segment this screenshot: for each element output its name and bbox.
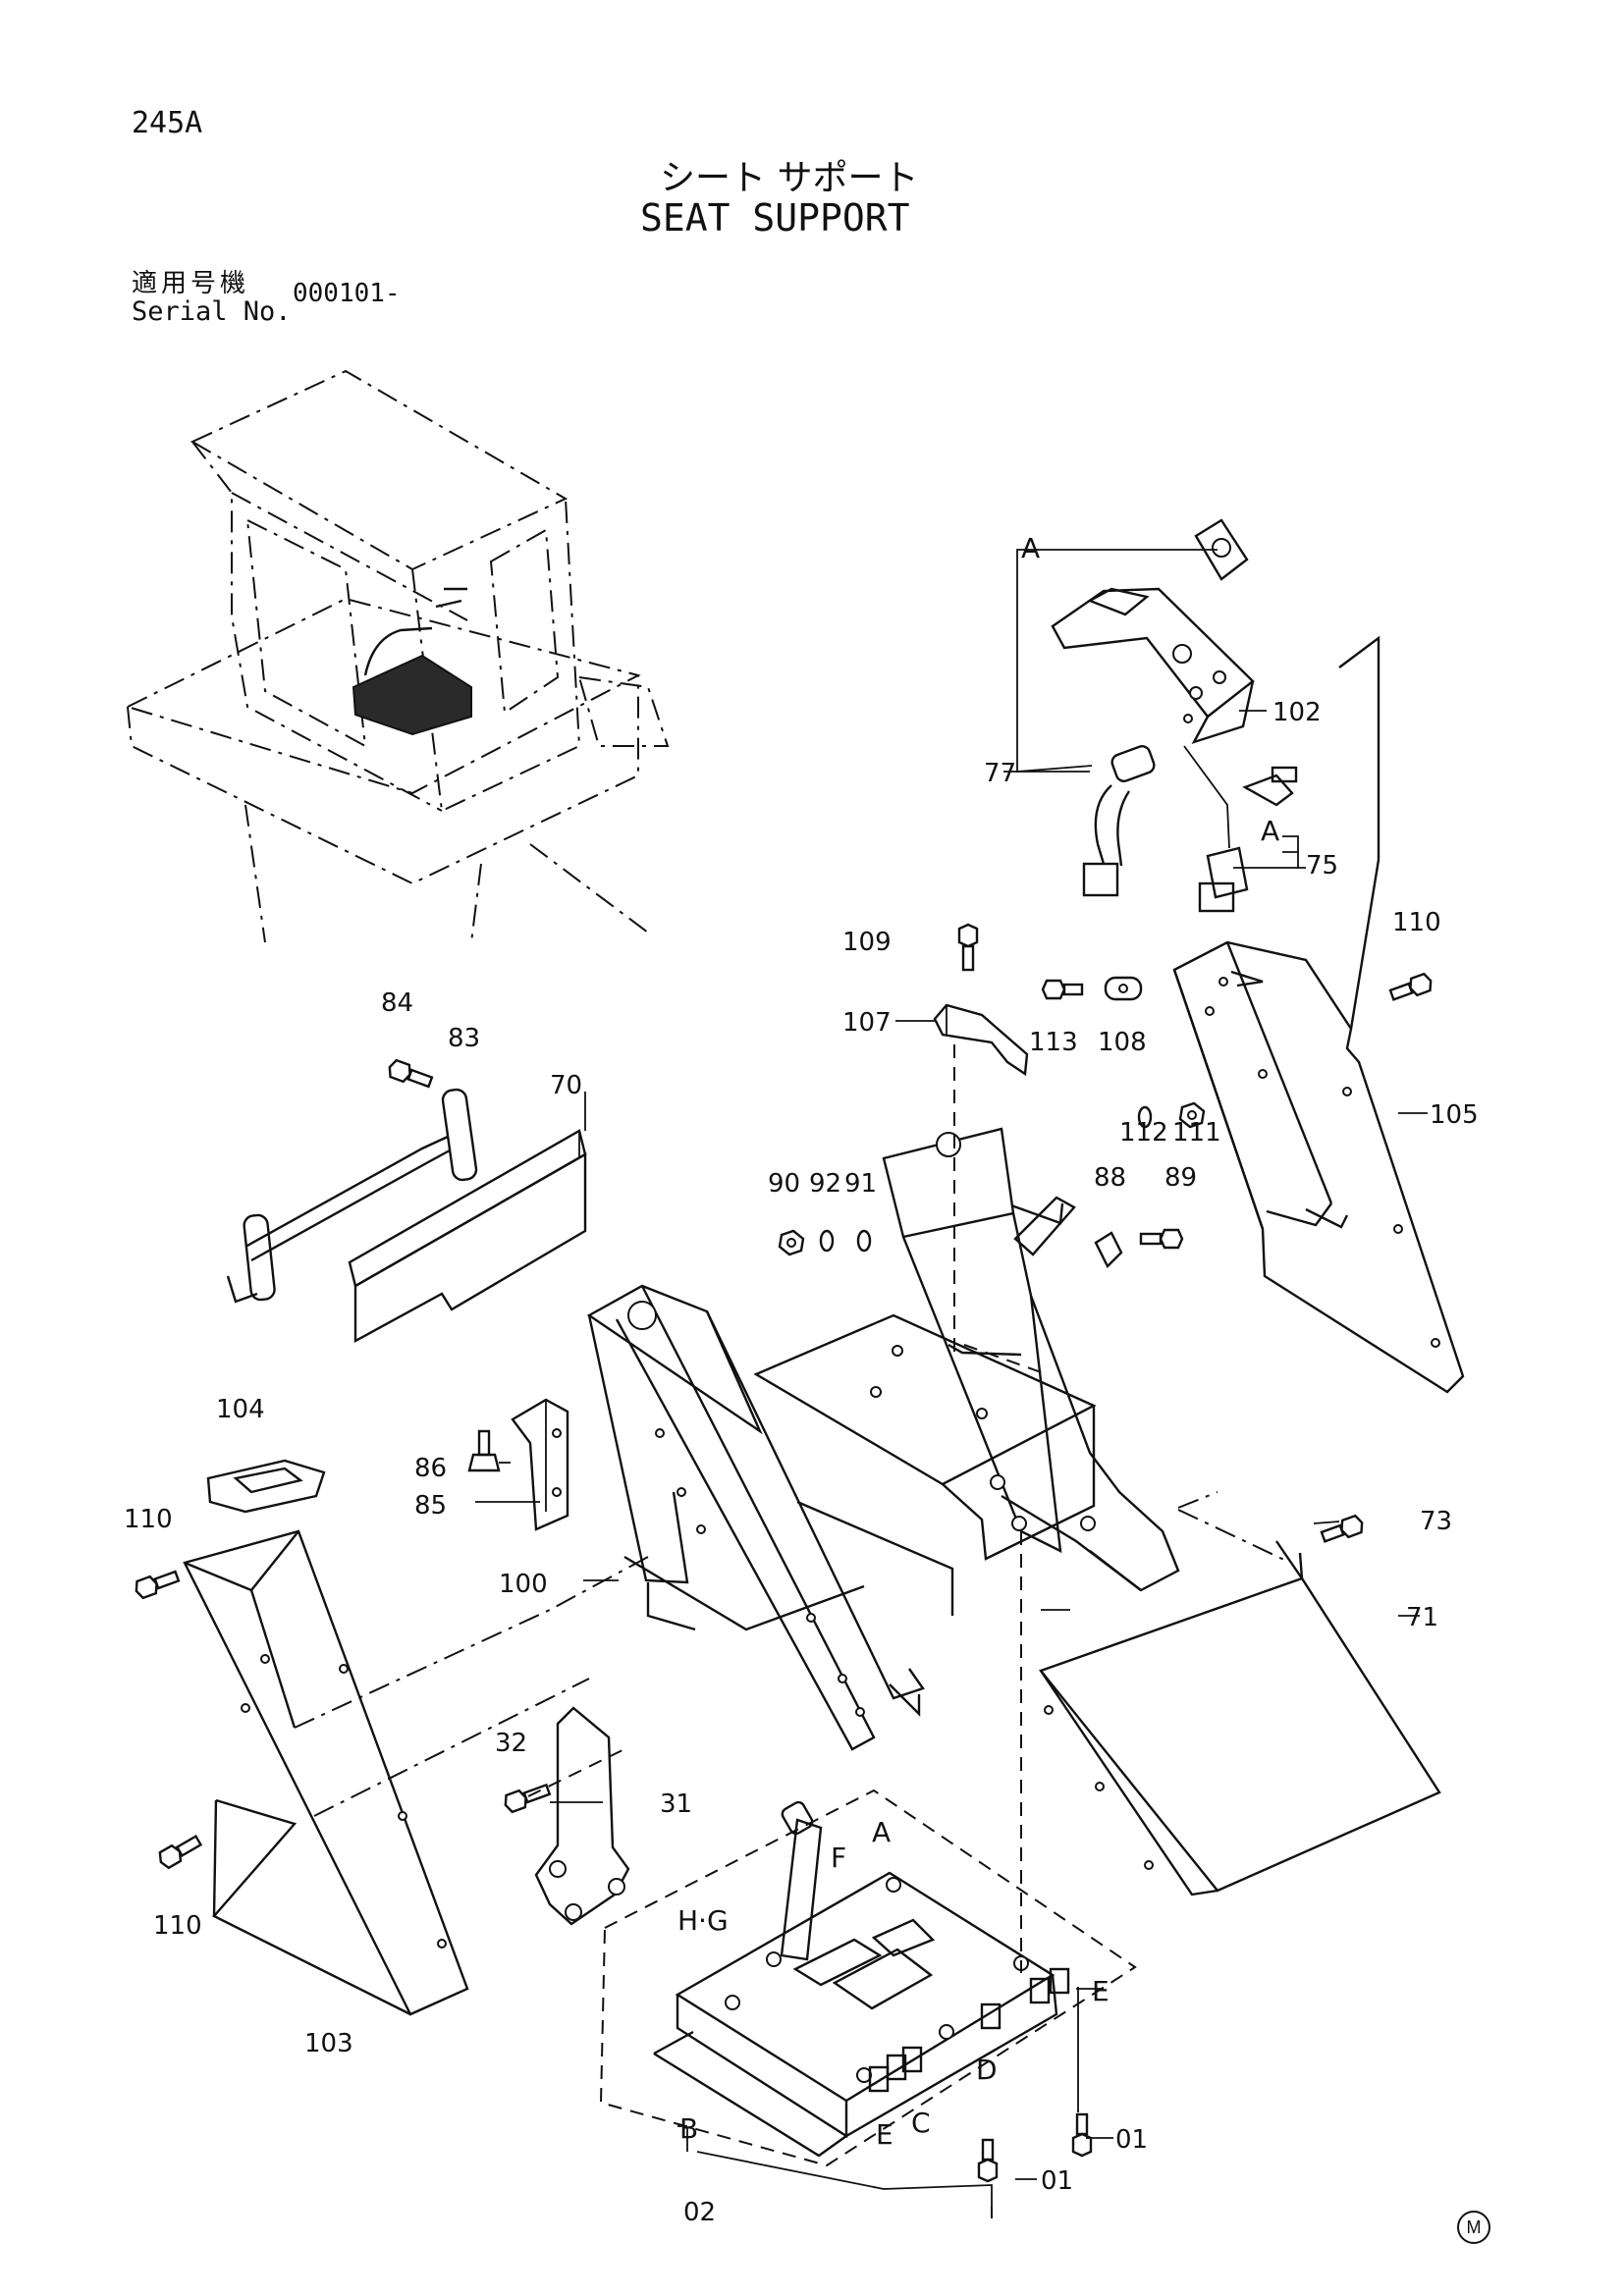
callout-88: 88 xyxy=(1094,1163,1126,1193)
callout-111: 111 xyxy=(1172,1118,1221,1148)
part-107-clamp xyxy=(933,1003,1029,1077)
nut-90-icon xyxy=(778,1229,805,1256)
serial-number-range: 000101- xyxy=(293,279,401,308)
callout-113: 113 xyxy=(1029,1028,1078,1057)
part-83-rod xyxy=(226,1088,478,1304)
bolt-32-icon xyxy=(504,1783,552,1814)
callout-73: 73 xyxy=(1420,1507,1452,1536)
serial-label-japanese: 適用号機 xyxy=(132,269,250,298)
detail-letter-a-key: A xyxy=(1261,815,1279,847)
fastener-symbols xyxy=(135,923,1433,2183)
detail-letter-b: B xyxy=(679,2112,698,2145)
callout-104: 104 xyxy=(216,1395,265,1424)
washer-91-icon xyxy=(856,1229,872,1253)
bolt-110-bottom-icon xyxy=(158,1835,203,1870)
callout-70: 70 xyxy=(550,1071,582,1100)
bolt-113-icon xyxy=(1041,979,1084,1000)
bolt-84-icon xyxy=(388,1058,434,1089)
page-title: SEAT SUPPORT xyxy=(640,196,910,240)
callout-32: 32 xyxy=(495,1729,527,1758)
part-75-key-switch xyxy=(1183,745,1298,913)
callout-leader-lines xyxy=(475,549,1428,2218)
plate-108-icon xyxy=(1104,976,1143,1001)
callout-107: 107 xyxy=(842,1008,892,1038)
callout-86: 86 xyxy=(414,1454,447,1483)
part-104-pad xyxy=(206,1459,326,1514)
callout-31: 31 xyxy=(660,1789,692,1819)
part-100-main-frame xyxy=(586,1044,1180,1751)
bolt-01-right-icon xyxy=(1071,2112,1093,2158)
manufacturer-mark: M xyxy=(1457,2211,1490,2244)
detail-letter-d: D xyxy=(976,2054,998,2086)
detail-letter-a-box: A xyxy=(872,1816,891,1848)
callout-84: 84 xyxy=(381,988,413,1018)
serial-label: Serial No. xyxy=(132,296,292,327)
callout-109: 109 xyxy=(842,928,892,957)
callout-75: 75 xyxy=(1306,851,1338,881)
callout-112: 112 xyxy=(1119,1118,1168,1148)
callout-102: 102 xyxy=(1272,698,1322,727)
detail-letter-a-top: A xyxy=(1021,532,1040,564)
machine-overview-illustration xyxy=(125,369,670,943)
callout-02: 02 xyxy=(683,2198,716,2227)
callout-01: 01 xyxy=(1041,2166,1073,2196)
part-31-stay xyxy=(527,1706,630,1926)
bolt-89-icon xyxy=(1139,1228,1184,1250)
bolt-110-left-icon xyxy=(135,1570,181,1600)
part-71-cover xyxy=(1039,1491,1441,1896)
washer-112-icon xyxy=(1137,1105,1153,1129)
callout-103: 103 xyxy=(304,2029,353,2058)
washer-92-icon xyxy=(819,1229,835,1253)
callout-110: 110 xyxy=(153,1911,202,1941)
callout-91: 91 xyxy=(844,1169,877,1199)
part-105-side-panel xyxy=(1172,635,1465,1394)
part-77-switch xyxy=(1082,745,1156,897)
callout-01: 01 xyxy=(1115,2125,1148,2155)
callout-108: 108 xyxy=(1098,1028,1147,1057)
part-103-pillar xyxy=(183,1529,649,2016)
page-code: 245A xyxy=(132,106,203,140)
part-70-bracket-bar xyxy=(348,1129,587,1344)
collar-88-icon xyxy=(1094,1231,1123,1269)
detail-letter-e-right: E xyxy=(1092,1975,1110,2007)
seat-slide-assembly xyxy=(599,1531,1137,2167)
part-85-bracket xyxy=(467,1398,569,1531)
callout-83: 83 xyxy=(448,1024,480,1053)
bolt-01-bottom-icon xyxy=(977,2138,999,2183)
detail-letter-e-bottom: E xyxy=(876,2118,893,2151)
callout-90: 90 xyxy=(768,1169,800,1199)
callout-110: 110 xyxy=(124,1505,173,1534)
bolt-73-icon xyxy=(1320,1514,1364,1543)
callout-110: 110 xyxy=(1392,908,1441,937)
part-102-switch-bracket xyxy=(1051,518,1255,745)
callout-89: 89 xyxy=(1164,1163,1197,1193)
nut-111-icon xyxy=(1178,1101,1206,1129)
callout-85: 85 xyxy=(414,1491,447,1521)
callout-105: 105 xyxy=(1430,1100,1479,1130)
callout-71: 71 xyxy=(1406,1603,1438,1632)
detail-letter-c: C xyxy=(911,2107,931,2139)
page-title-japanese: シート サポート xyxy=(660,158,919,198)
detail-letter-hg: H·G xyxy=(677,1904,729,1937)
bolt-110-icon xyxy=(1388,972,1433,1001)
bolt-109-icon xyxy=(957,923,979,972)
callout-100: 100 xyxy=(499,1570,548,1599)
detail-letter-f: F xyxy=(831,1842,846,1874)
callout-92: 92 xyxy=(809,1169,841,1199)
callout-77: 77 xyxy=(984,759,1016,788)
